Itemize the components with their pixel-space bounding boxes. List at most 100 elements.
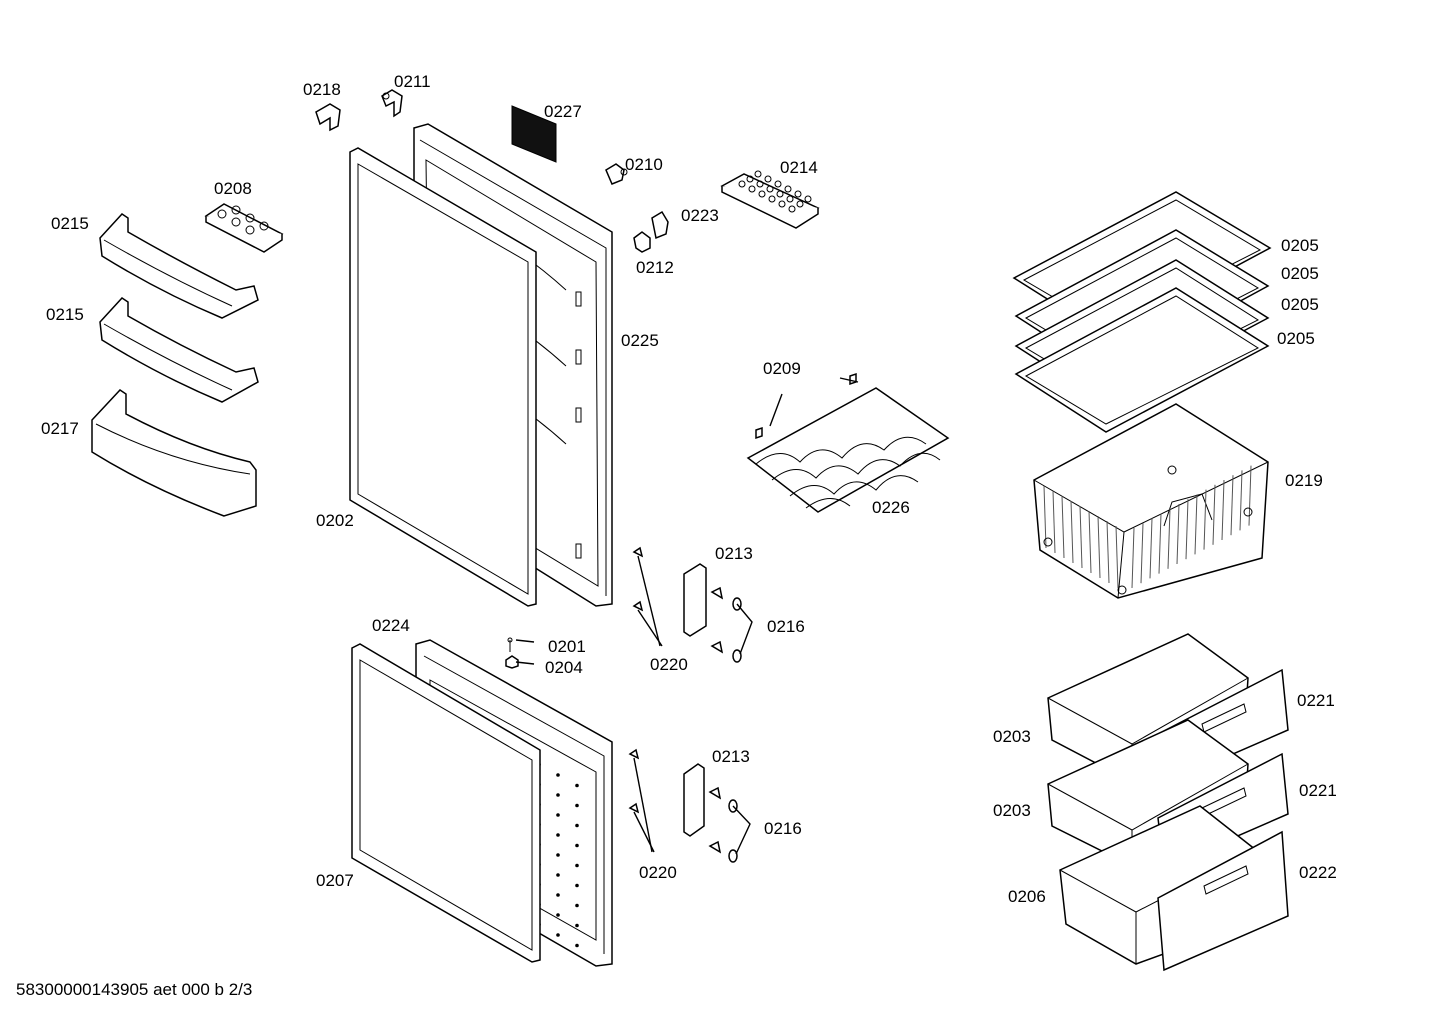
label-0225: 0225 <box>621 331 659 350</box>
label-0205-4: 0205 <box>1277 329 1315 348</box>
label-0227: 0227 <box>544 102 582 121</box>
crisper-box <box>1033 403 1269 599</box>
crisper-rib <box>1185 499 1189 560</box>
label-0210: 0210 <box>625 155 663 174</box>
freezer-dot <box>575 943 579 948</box>
door-gasket-upper <box>349 147 537 607</box>
label-0215-middle: 0215 <box>46 305 84 324</box>
door-shelf-top <box>99 213 259 319</box>
crisper-rib <box>1149 518 1153 579</box>
label-0203-middle: 0203 <box>993 801 1031 820</box>
crisper-rib <box>1043 485 1047 549</box>
label-0203-top: 0203 <box>993 727 1031 746</box>
crisper-rib <box>1061 495 1065 559</box>
label-plate-0227 <box>511 105 557 163</box>
label-0222: 0222 <box>1299 863 1337 882</box>
crisper-rib <box>1070 500 1074 564</box>
label-0208: 0208 <box>214 179 252 198</box>
crisper-rib <box>1131 527 1135 589</box>
block-0204 <box>505 655 519 669</box>
freezer-dot <box>556 793 560 797</box>
label-0201: 0201 <box>548 637 586 656</box>
freezer-dot <box>575 883 579 888</box>
leader-lines <box>515 377 859 855</box>
label-0205-3: 0205 <box>1281 295 1319 314</box>
label-0209: 0209 <box>763 359 801 378</box>
freezer-dot <box>556 873 560 877</box>
label-0216-upper: 0216 <box>767 617 805 636</box>
label-0226: 0226 <box>872 498 910 517</box>
freezer-dot <box>556 893 560 897</box>
freezer-dot <box>575 843 579 848</box>
crisper-rib <box>1194 494 1198 555</box>
crisper-rib <box>1106 520 1110 584</box>
label-0202: 0202 <box>316 511 354 530</box>
label-0224: 0224 <box>372 616 410 635</box>
label-0216-lower: 0216 <box>764 819 802 838</box>
freezer-dot <box>556 853 560 857</box>
crisper-rib <box>1221 479 1225 541</box>
hinge-0212 <box>633 231 651 253</box>
glass-shelf-4 <box>1014 287 1270 433</box>
label-0204: 0204 <box>545 658 583 677</box>
label-0206: 0206 <box>1008 887 1046 906</box>
label-0213-upper: 0213 <box>715 544 753 563</box>
freezer-dot <box>575 903 579 908</box>
hinge-cover-0218 <box>315 103 341 132</box>
hinge-0223 <box>651 210 669 240</box>
freezer-dot <box>556 933 560 937</box>
freezer-dot <box>575 923 579 928</box>
label-0214: 0214 <box>780 158 818 177</box>
freezer-dot <box>556 773 560 777</box>
freezer-drawer-3 <box>1059 805 1289 972</box>
egg-tray <box>204 203 284 253</box>
crisper-rib <box>1176 503 1180 565</box>
crisper-rib <box>1079 505 1083 569</box>
hinge-0210 <box>605 163 628 185</box>
label-0217: 0217 <box>41 419 79 438</box>
crisper-rib <box>1203 489 1207 550</box>
door-gasket-lower <box>351 643 541 963</box>
hinge-0211 <box>381 89 403 118</box>
crisper-rib <box>1167 508 1171 569</box>
crisper-rib <box>1088 510 1092 574</box>
label-0221-top: 0221 <box>1297 691 1335 710</box>
part-labels: 0218 0211 0227 0210 0214 0223 0212 0208 … <box>41 72 1337 906</box>
label-0220-lower: 0220 <box>639 863 677 882</box>
freezer-dot <box>575 783 579 788</box>
door-shelf-bottle <box>91 389 257 517</box>
glass-shelves <box>1012 191 1272 433</box>
screw-0201 <box>507 637 513 652</box>
crisper-rib <box>1230 475 1234 536</box>
handle-upper <box>683 563 707 637</box>
freezer-dot <box>575 863 579 868</box>
label-0205-1: 0205 <box>1281 236 1319 255</box>
crisper-rib <box>1097 515 1101 579</box>
label-0219: 0219 <box>1285 471 1323 490</box>
label-0215-top: 0215 <box>51 214 89 233</box>
label-0218: 0218 <box>303 80 341 99</box>
freezer-dot <box>556 813 560 817</box>
label-0205-2: 0205 <box>1281 264 1319 283</box>
crisper-rib <box>1052 490 1056 554</box>
ice-cube-tray <box>720 170 820 229</box>
label-0207: 0207 <box>316 871 354 890</box>
label-0212: 0212 <box>636 258 674 277</box>
document-reference: 58300000143905 aet 000 b 2/3 <box>16 980 253 999</box>
label-0220-upper: 0220 <box>650 655 688 674</box>
door-shelf-middle <box>99 297 259 403</box>
label-0223: 0223 <box>681 206 719 225</box>
handle-lower <box>683 763 705 837</box>
crisper-rib <box>1140 523 1144 584</box>
label-0211: 0211 <box>394 72 431 91</box>
freezer-dot <box>575 803 579 808</box>
label-0221-middle: 0221 <box>1299 781 1337 800</box>
freezer-dot <box>556 833 560 837</box>
label-0213-lower: 0213 <box>712 747 750 766</box>
bottle-rack <box>746 372 950 513</box>
crisper-ribs <box>1043 465 1252 589</box>
freezer-dot <box>556 913 560 917</box>
crisper-rib <box>1158 513 1162 574</box>
crisper-rib <box>1212 484 1216 545</box>
